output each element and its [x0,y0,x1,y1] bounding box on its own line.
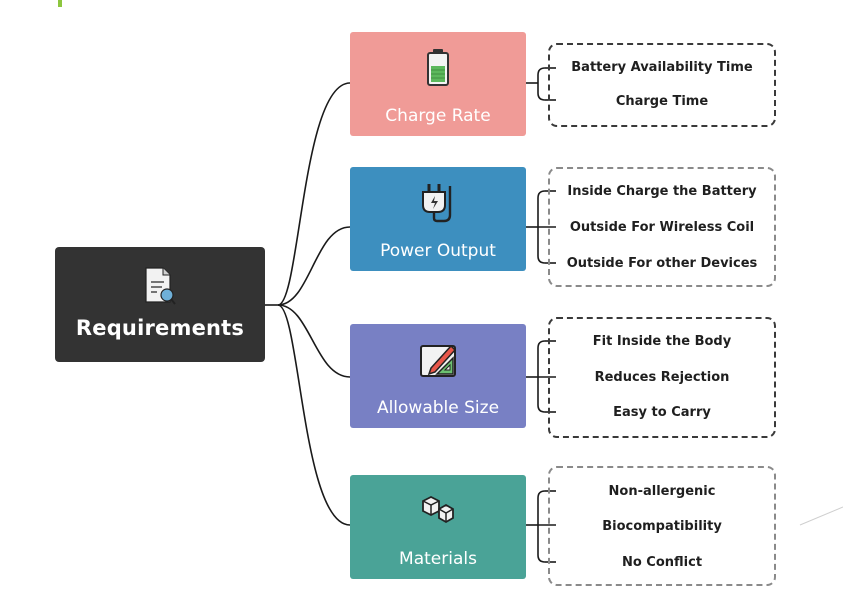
root-label: Requirements [75,316,245,340]
connector-materials [277,304,351,526]
branch-charge-rate[interactable]: Charge Rate [350,32,526,136]
leaf-item[interactable]: Fit Inside the Body [592,334,732,349]
leaf-group-charge-rate: Battery Availability Time Charge Time [548,43,776,127]
ruler-pencil-icon [420,344,457,377]
leaf-item[interactable]: Easy to Carry [613,405,711,420]
branch-label: Allowable Size [376,398,500,418]
plug-icon [422,184,452,223]
root-node-requirements[interactable]: Requirements [55,247,265,362]
leaf-group-allowable-size: Fit Inside the Body Reduces Rejection Ea… [548,317,776,438]
leaf-item[interactable]: Inside Charge the Battery [567,184,757,199]
leaf-item[interactable]: Battery Availability Time [571,60,753,75]
leaf-group-materials: Non-allergenic Biocompatibility No Confl… [548,466,776,586]
leaf-item[interactable]: Outside For Wireless Coil [569,220,755,235]
battery-icon [427,49,449,86]
branch-materials[interactable]: Materials [350,475,526,579]
leaf-item[interactable]: Charge Time [615,94,709,109]
leaf-group-power-output: Inside Charge the Battery Outside For Wi… [548,167,776,287]
branch-label: Materials [399,549,477,569]
branch-power-output[interactable]: Power Output [350,167,526,271]
leaf-item[interactable]: No Conflict [621,555,703,570]
branch-allowable-size[interactable]: Allowable Size [350,324,526,428]
leaf-item[interactable]: Reduces Rejection [594,370,730,385]
document-search-icon [145,267,176,305]
leaf-item[interactable]: Non-allergenic [608,484,716,499]
branch-label: Power Output [380,241,496,261]
connector-charge-rate [277,82,351,306]
bracket-materials [537,490,546,563]
leaf-item[interactable]: Outside For other Devices [566,256,758,271]
accent-bar [58,0,62,7]
connector-power-output [277,226,351,306]
branch-label: Charge Rate [385,106,491,126]
bracket-charge-rate [537,67,546,101]
cubes-icon [422,495,454,524]
connector-allowable-size [277,304,351,378]
leaf-item[interactable]: Biocompatibility [602,519,722,534]
